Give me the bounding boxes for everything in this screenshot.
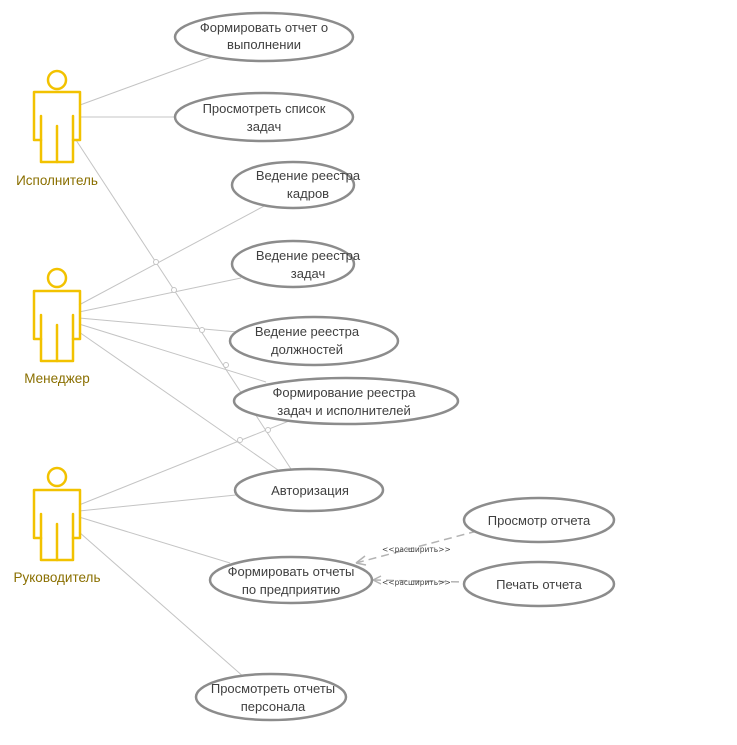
usecase-label: выполнении [227, 37, 301, 52]
usecase-label: Просмотреть список [203, 101, 326, 116]
actor-label: Менеджер [24, 371, 90, 386]
actor-label: Исполнитель [16, 173, 98, 188]
actor-icon [32, 267, 82, 363]
extend-line-view-report [355, 529, 482, 564]
line-hops [153, 259, 271, 443]
usecase-label: Ведение реестра [256, 248, 361, 263]
usecase-label: Ведение реестра [255, 324, 360, 339]
hop [153, 259, 159, 265]
usecase-label: Просмотр отчета [488, 513, 591, 528]
assoc-manager-task-registry [78, 277, 242, 313]
assoc-director-task-executor-registry [78, 420, 290, 506]
assoc-manager-position-registry [78, 317, 250, 334]
actor-executor[interactable]: Исполнитель [16, 69, 98, 188]
usecase-label: кадров [287, 186, 329, 201]
usecase-label: должностей [271, 342, 343, 357]
usecase-authorization[interactable]: Авторизация [233, 467, 385, 513]
hop [223, 362, 229, 368]
assoc-manager-authorization [78, 331, 279, 471]
assoc-director-authorization [78, 494, 237, 512]
actor-icon [32, 69, 82, 164]
usecase-position-registry[interactable]: Ведение реестра должностей [228, 315, 400, 367]
extend-label-view-report: <<расширить>> [382, 545, 451, 554]
usecase-print-report[interactable]: Печать отчета [462, 560, 616, 608]
usecase-label: Формирование реестра [273, 385, 417, 400]
actor-icon [32, 466, 82, 562]
extend-arrowhead-print-report [372, 575, 382, 585]
assoc-manager-staff-registry [78, 204, 267, 306]
hop [171, 287, 177, 293]
usecase-view-staff-reports[interactable]: Просмотреть отчеты персонала [194, 672, 348, 722]
assoc-executor-form-report [79, 55, 215, 106]
usecase-label: Ведение реестра [256, 168, 361, 183]
usecase-label: по предприятию [242, 582, 340, 597]
usecase-view-tasks[interactable]: Просмотреть список задач [173, 91, 355, 143]
usecase-label: задач [291, 266, 326, 281]
usecase-form-report[interactable]: Формировать отчет о выполнении [173, 11, 355, 63]
usecase-label: Авторизация [271, 483, 349, 498]
usecase-label: Формировать отчеты [228, 564, 355, 579]
usecase-view-report[interactable]: Просмотр отчета [462, 496, 616, 544]
usecase-label: задач [247, 119, 282, 134]
extend-label-print-report: <<расширить>> [382, 578, 451, 587]
usecase-label: задач и исполнителей [277, 403, 410, 418]
hop [199, 327, 205, 333]
usecase-label: персонала [241, 699, 306, 714]
hop [265, 427, 271, 433]
usecase-staff-registry[interactable]: Ведение реестра кадров [230, 160, 361, 210]
usecase-label: Формировать отчет о [200, 20, 328, 35]
actor-label: Руководитель [14, 570, 101, 585]
actor-director[interactable]: Руководитель [14, 466, 101, 585]
assoc-director-view-staff-reports [78, 531, 246, 679]
assoc-manager-task-executor-registry [78, 323, 267, 383]
extend-line-print-report [372, 579, 464, 583]
assoc-director-form-company-reports [78, 516, 231, 564]
usecase-task-registry[interactable]: Ведение реестра задач [230, 239, 361, 289]
actor-manager[interactable]: Менеджер [24, 267, 90, 386]
usecase-form-company-reports[interactable]: Формировать отчеты по предприятию [208, 555, 374, 605]
hop [237, 437, 243, 443]
usecase-task-executor-registry[interactable]: Формирование реестра задач и исполнителе… [232, 376, 460, 426]
extend-arrowhead-view-report [355, 555, 367, 566]
usecase-label: Просмотреть отчеты [211, 681, 335, 696]
usecase-label: Печать отчета [496, 577, 582, 592]
extend-relations: <<расширить>> <<расширить>> [355, 529, 482, 587]
associations [75, 55, 292, 679]
